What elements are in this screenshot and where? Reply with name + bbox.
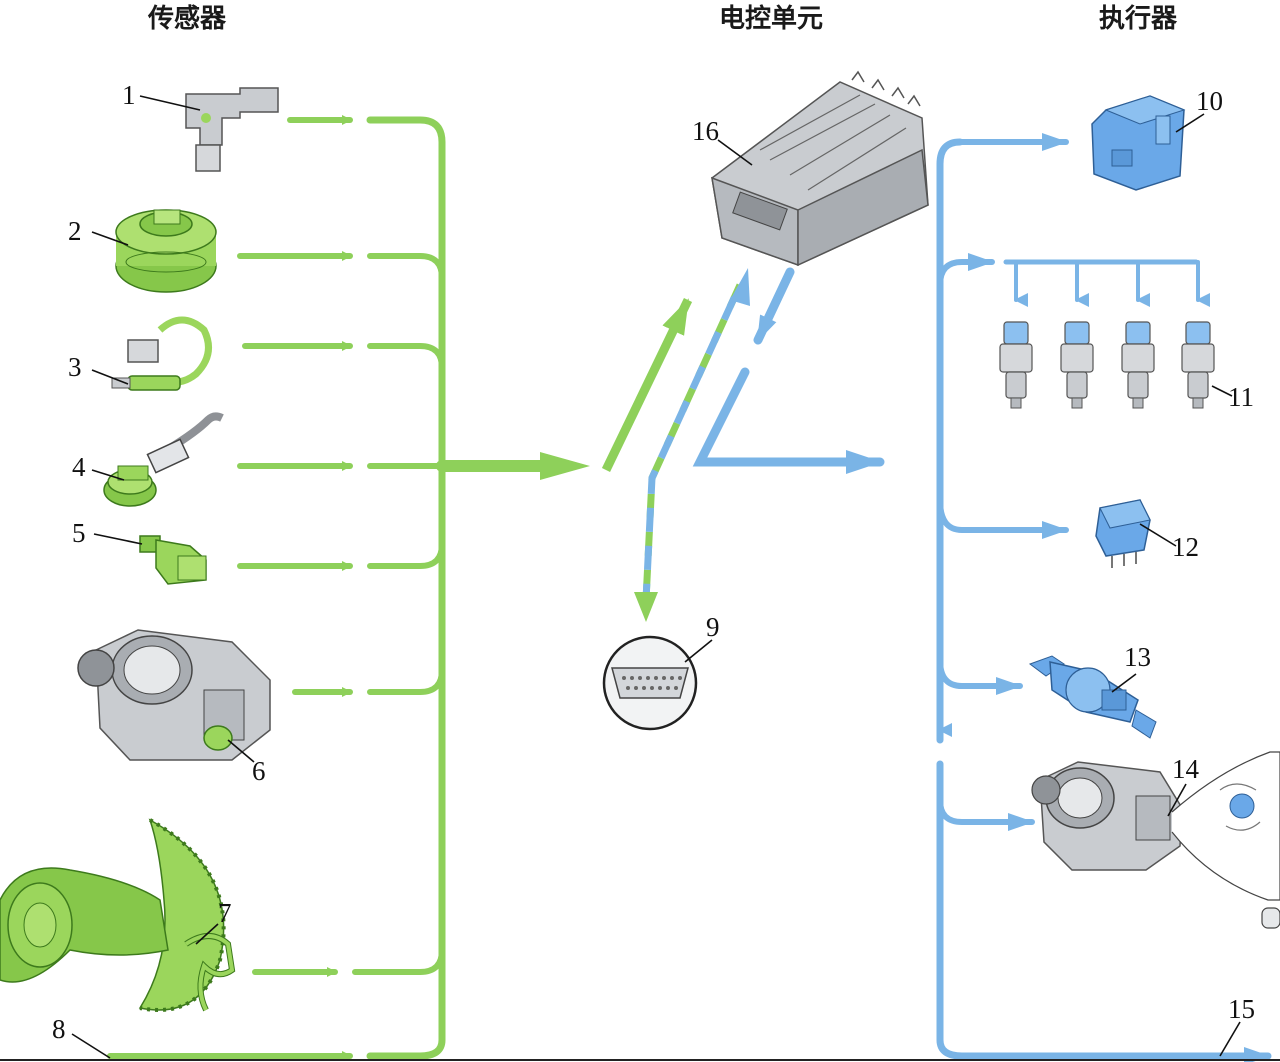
label-6: 6 [252,756,266,786]
injector-3 [1121,321,1155,409]
label-13: 13 [1124,642,1151,672]
label-7: 7 [218,898,232,928]
sensor-7-icon [0,818,236,1012]
label-16: 16 [692,116,719,146]
ecu-header: 电控单元 [719,4,823,34]
sensor-3-icon [111,316,212,391]
sensor-signal-lines [107,115,566,1061]
injector-1 [999,321,1033,409]
label-10: 10 [1196,86,1223,116]
actuator-12-icon [1095,499,1151,568]
actuator-13-icon [1028,655,1157,739]
ecu-diag-arrow-head [730,268,750,306]
label-2: 2 [68,216,82,246]
ecu-input-arrow [601,298,693,472]
actuators-header: 执行器 [1099,3,1178,34]
label-8: 8 [52,1014,66,1044]
label-3: 3 [68,352,82,382]
ecu-module [0,0,929,267]
injector-2 [1060,321,1094,409]
label-1: 1 [122,80,136,110]
label-4: 4 [72,452,86,482]
label-12: 12 [1172,532,1199,562]
label-14: 14 [1172,754,1200,784]
sensor-5-icon [139,535,207,585]
sensor-4-icon [103,412,224,507]
sensor-1-icon [185,87,279,172]
injectors-icon [999,321,1215,409]
actuator-14-icon [1031,751,1280,929]
label-9: 9 [706,612,720,642]
diagnostic-connector [602,635,698,731]
combined-input-arrow [540,452,590,480]
label-11: 11 [1228,382,1254,412]
actuator-signal-lines [692,133,1272,1062]
label-5: 5 [72,518,86,548]
sensors-header: 传感器 [147,4,227,34]
actuator-10-icon [1091,95,1186,191]
diagnostic-arrow-head [634,592,658,622]
injector-4 [1181,321,1215,409]
diagnostic-line [642,283,744,601]
sensor-2-icon [115,209,217,293]
label-15: 15 [1228,994,1255,1024]
sensor-6-icon [77,629,271,761]
